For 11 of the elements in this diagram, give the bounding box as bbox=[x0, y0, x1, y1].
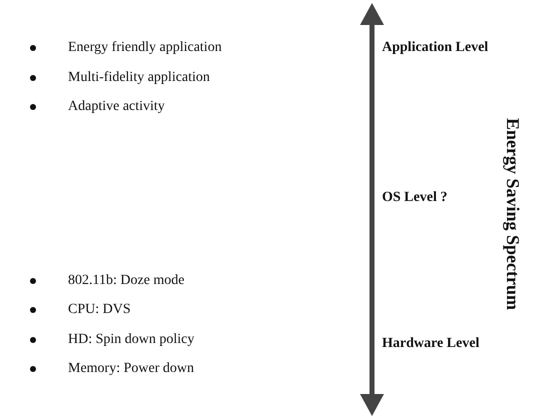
level-label: Application Level bbox=[382, 39, 488, 56]
axis-title: Energy Saving Spectrum bbox=[502, 118, 523, 310]
list-item: HD: Spin down policy bbox=[68, 331, 194, 348]
list-item: Energy friendly application bbox=[68, 39, 222, 56]
level-label: Hardware Level bbox=[382, 335, 480, 352]
list-item: Multi-fidelity application bbox=[68, 69, 210, 86]
list-item: Memory: Power down bbox=[68, 360, 194, 377]
list-item: Adaptive activity bbox=[68, 98, 165, 115]
list-item: CPU: DVS bbox=[68, 301, 131, 318]
level-label: OS Level ? bbox=[382, 189, 448, 206]
list-item: 802.11b: Doze mode bbox=[68, 272, 185, 289]
